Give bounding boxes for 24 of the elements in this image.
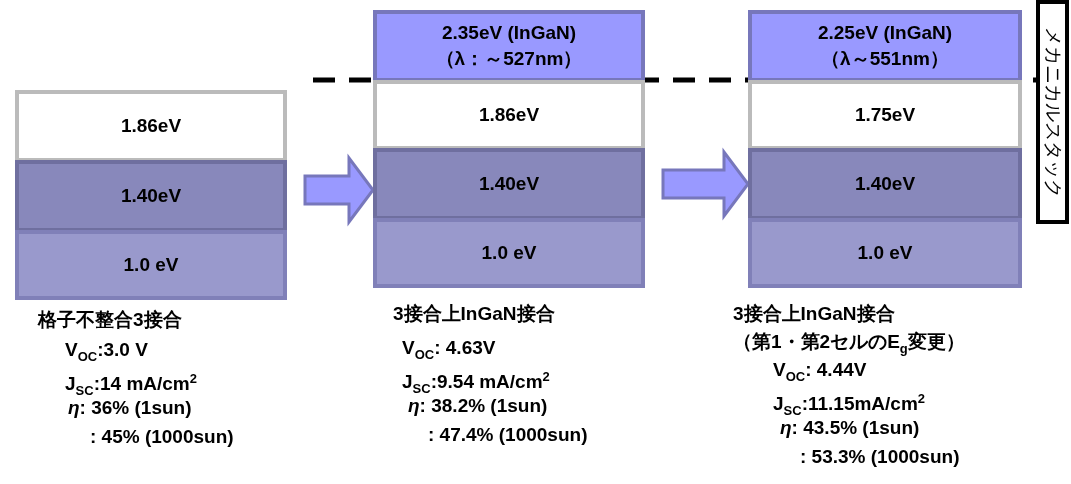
layer-cell: 1.0 eV bbox=[373, 218, 645, 288]
caption-text: V$_{OC}$: 4.63V bbox=[402, 336, 496, 364]
layer-cell: 1.40eV bbox=[373, 148, 645, 220]
caption-title: 3接合上InGaN接合 bbox=[393, 302, 555, 326]
layer-cell: 1.40eV bbox=[15, 160, 287, 232]
layer-cell: 1.86eV bbox=[373, 80, 645, 150]
layer-cell: 1.40eV bbox=[748, 148, 1022, 220]
block-arrow bbox=[661, 147, 750, 221]
layer-cell: 1.75eV bbox=[748, 80, 1022, 150]
caption-text: : 53.3% (1000sun) bbox=[800, 445, 960, 469]
layer-cell: 1.86eV bbox=[15, 90, 287, 162]
caption-text: : 47.4% (1000sun) bbox=[428, 423, 588, 447]
caption-text: V$_{OC}$:3.0 V bbox=[65, 338, 148, 366]
layer-cell: 1.0 eV bbox=[15, 230, 287, 300]
caption-title: 3接合上InGaN接合 bbox=[733, 302, 895, 326]
caption-text: V$_{OC}$: 4.44V bbox=[773, 358, 867, 386]
layer-cell: 2.25eV (InGaN) （λ～551nm） bbox=[748, 10, 1022, 82]
caption-text: : 45% (1000sun) bbox=[90, 425, 234, 449]
layer-cell: 1.0 eV bbox=[748, 218, 1022, 288]
block-arrow bbox=[303, 153, 375, 227]
caption-text: （第1・第2セルのE$_{g}$変更） bbox=[733, 330, 965, 358]
caption-title: 格子不整合3接合 bbox=[38, 308, 182, 332]
bracket-label: メカニカルスタック bbox=[1036, 0, 1069, 224]
layer-cell: 2.35eV (InGaN) （λ：～527nm） bbox=[373, 10, 645, 82]
